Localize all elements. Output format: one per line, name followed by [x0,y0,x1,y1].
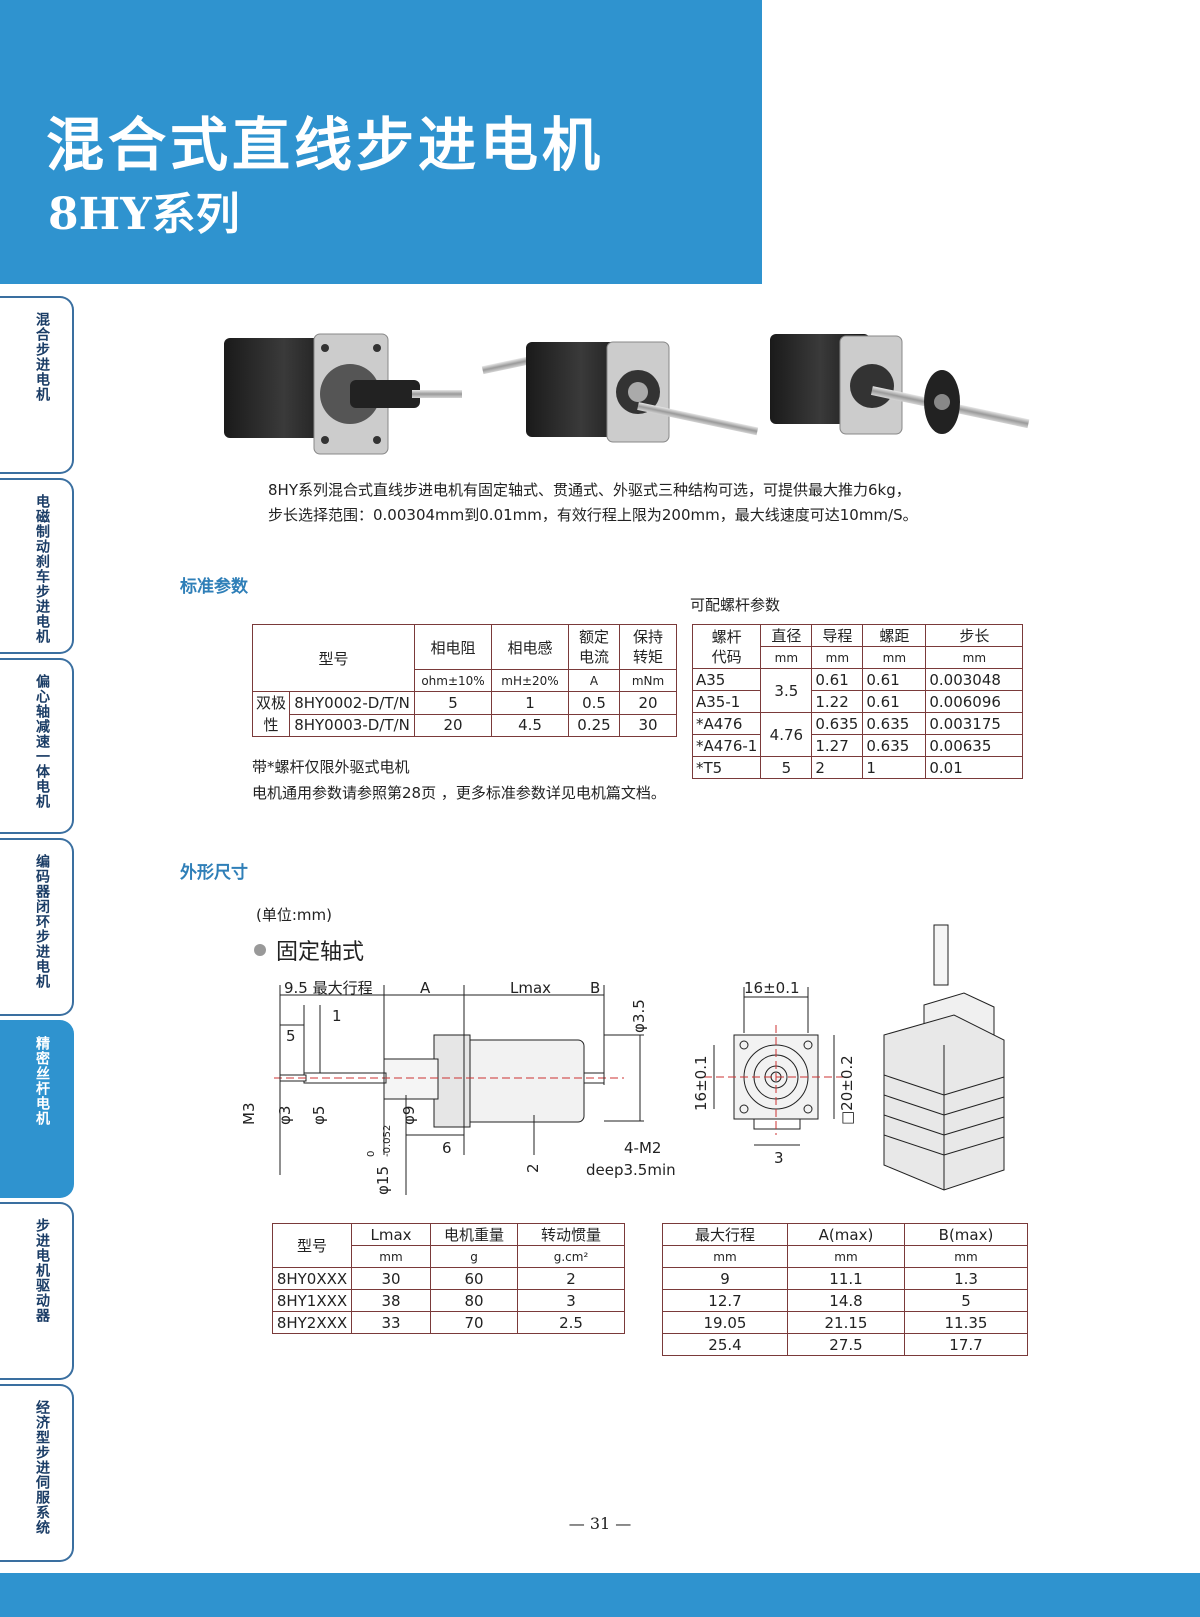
page-subtitle: 8HY系列 [48,189,240,240]
sidebar-tab-economy-servo[interactable]: 经济型步进伺服系统 [0,1384,74,1562]
unit-current: A [568,669,620,692]
table-row: 8HY1XXX 38 80 3 [272,1289,625,1312]
unit-inductance: mH±20% [491,669,569,692]
dim-label-phi15: φ15 [374,1166,392,1195]
col-header-current: 额定电流 [568,624,620,670]
col-header-screw-code: 螺杆代码 [691,624,762,669]
col-header-model: 型号 [252,624,415,692]
sidebar-tab-closed-loop[interactable]: 编码器闭环步进电机 [0,838,74,1016]
screw-params-title: 可配螺杆参数 [690,596,781,614]
dim-label-tol-top: 0 [366,1151,377,1157]
motor-through-shaft [481,341,759,443]
col-header-a-max: A(max) [787,1223,905,1246]
col-header-max-stroke: 最大行程 [662,1223,788,1246]
unit-resistance: ohm±10% [414,669,492,692]
table-row: 8HY2XXX 33 70 2.5 [272,1311,625,1334]
stroke-table: 最大行程 A(max) B(max) mm mm mm 9 11.1 1.3 1… [662,1223,1028,1356]
model-table: 型号 Lmax 电机重量 转动惯量 mm g g.cm² 8HY0XXX 30 … [272,1223,625,1334]
table-row: A35-1 1.22 0.61 0.006096 [691,690,1024,713]
unit-note: (单位:mm) [256,906,332,924]
unit-torque: mNm [619,669,677,692]
table-row: *T5 5 2 1 0.01 [691,756,1024,779]
dim-label-m3: M3 [240,1103,258,1126]
screw-note: 带*螺杆仅限外驱式电机 [252,758,410,776]
bullet-icon [254,944,266,956]
col-header-weight: 电机重量 [430,1223,518,1246]
section-heading-dimensions: 外形尺寸 [180,863,248,883]
col-header-diameter: 直径 [760,624,813,647]
col-header-inertia: 转动惯量 [517,1223,625,1246]
title-banner: 混合式直线步进电机 8HY系列 [0,0,762,284]
isometric-drawing [883,924,1005,1191]
col-header-b-max: B(max) [904,1223,1028,1246]
bipolar-label: 双极性 [251,691,291,737]
col-header-pitch: 螺距 [862,624,927,647]
table-row: 9 11.1 1.3 [662,1267,1028,1290]
dim-label-4-m2: 4-M2 [624,1139,661,1157]
col-header-resistance: 相电阻 [414,624,492,670]
col-header-lmax: Lmax [351,1223,431,1246]
dim-label-tol-bottom: -0.052 [382,1125,393,1157]
intro-description: 8HY系列混合式直线步进电机有固定轴式、贯通式、外驱式三种结构可选，可提供最大推… [268,481,918,524]
dim-label-b: B [590,979,600,997]
table-row: 12.7 14.8 5 [662,1289,1028,1312]
side-view-drawing [274,985,644,1195]
page-title: 混合式直线步进电机 [46,111,605,179]
sidebar-tab-eccentric-reducer[interactable]: 偏心轴减速一体电机 [0,658,74,834]
sidebar-tab-brake-stepper[interactable]: 电磁制动刹车步进电机 [0,478,74,654]
section-heading-std-params: 标准参数 [180,577,248,597]
col-header-model: 型号 [272,1223,352,1268]
col-header-step: 步长 [925,624,1024,647]
front-view-drawing [704,987,848,1146]
dim-label-3: 3 [774,1149,784,1167]
table-row: *A476 4.76 0.635 0.635 0.003175 [691,712,1024,757]
sidebar-tab-lead-screw[interactable]: 精密丝杆电机 [0,1020,74,1198]
dim-label-16-vertical: 16±0.1 [692,1055,710,1111]
table-row: *A476-1 1.27 0.635 0.00635 [691,734,1024,757]
dim-label-5: 5 [286,1027,296,1045]
col-header-lead: 导程 [811,624,864,647]
col-header-inductance: 相电感 [491,624,569,670]
sidebar-tab-driver[interactable]: 步进电机驱动器 [0,1202,74,1380]
table-row: 8HY0XXX 30 60 2 [272,1267,625,1290]
dim-label-16-horizontal: 16±0.1 [744,979,800,997]
col-header-torque: 保持转矩 [619,624,677,670]
table-row: 19.05 21.15 11.35 [662,1311,1028,1334]
dim-label-phi5: φ5 [310,1106,328,1125]
dim-label-phi9: φ9 [400,1106,418,1125]
fixed-shaft-subheading: 固定轴式 [254,934,364,966]
dim-label-a: A [420,979,431,997]
dim-label-phi3: φ3 [276,1106,294,1125]
general-params-note: 电机通用参数请参照第28页 ，更多标准参数详见电机篇文档。 [252,784,666,802]
table-row: 8HY0003-D/T/N 20 4.5 0.25 30 [253,713,677,737]
dim-label-lmax: Lmax [510,979,551,997]
table-row: 25.4 27.5 17.7 [662,1333,1028,1356]
sidebar-tab-hybrid-stepper[interactable]: 混合步进电机 [0,296,74,474]
dim-label-2: 2 [524,1163,542,1173]
page-number: — 31 — [568,1514,632,1533]
dim-label-6: 6 [442,1139,452,1157]
dimension-drawings: 9.5 最大行程 A Lmax B 1 5 M3 φ3 φ5 φ9 φ15 0 … [240,924,1005,1195]
table-row: A35 3.5 0.61 0.61 0.003048 [691,668,1024,713]
table-row: 双极性 8HY0002-D/T/N 5 1 0.5 20 [251,691,677,737]
screw-params-table: 螺杆代码 直径 导程 螺距 步长 mm mm mm mm A35 3.5 0.6… [691,624,1024,779]
dim-label-deep: deep3.5min [586,1161,676,1179]
motor-external-drive [770,334,1030,435]
footer-bar [0,1573,1200,1617]
motor-fixed-shaft [224,333,462,455]
dim-label-1: 1 [332,1007,342,1025]
dim-label-phi3-5: φ3.5 [630,999,648,1033]
dim-label-stroke: 9.5 最大行程 [284,979,373,997]
product-photos [224,333,1030,455]
dim-label-20: □20±0.2 [838,1055,856,1125]
std-params-table: 型号 相电阻 相电感 额定电流 保持转矩 ohm±10% mH±20% A mN… [251,624,677,737]
